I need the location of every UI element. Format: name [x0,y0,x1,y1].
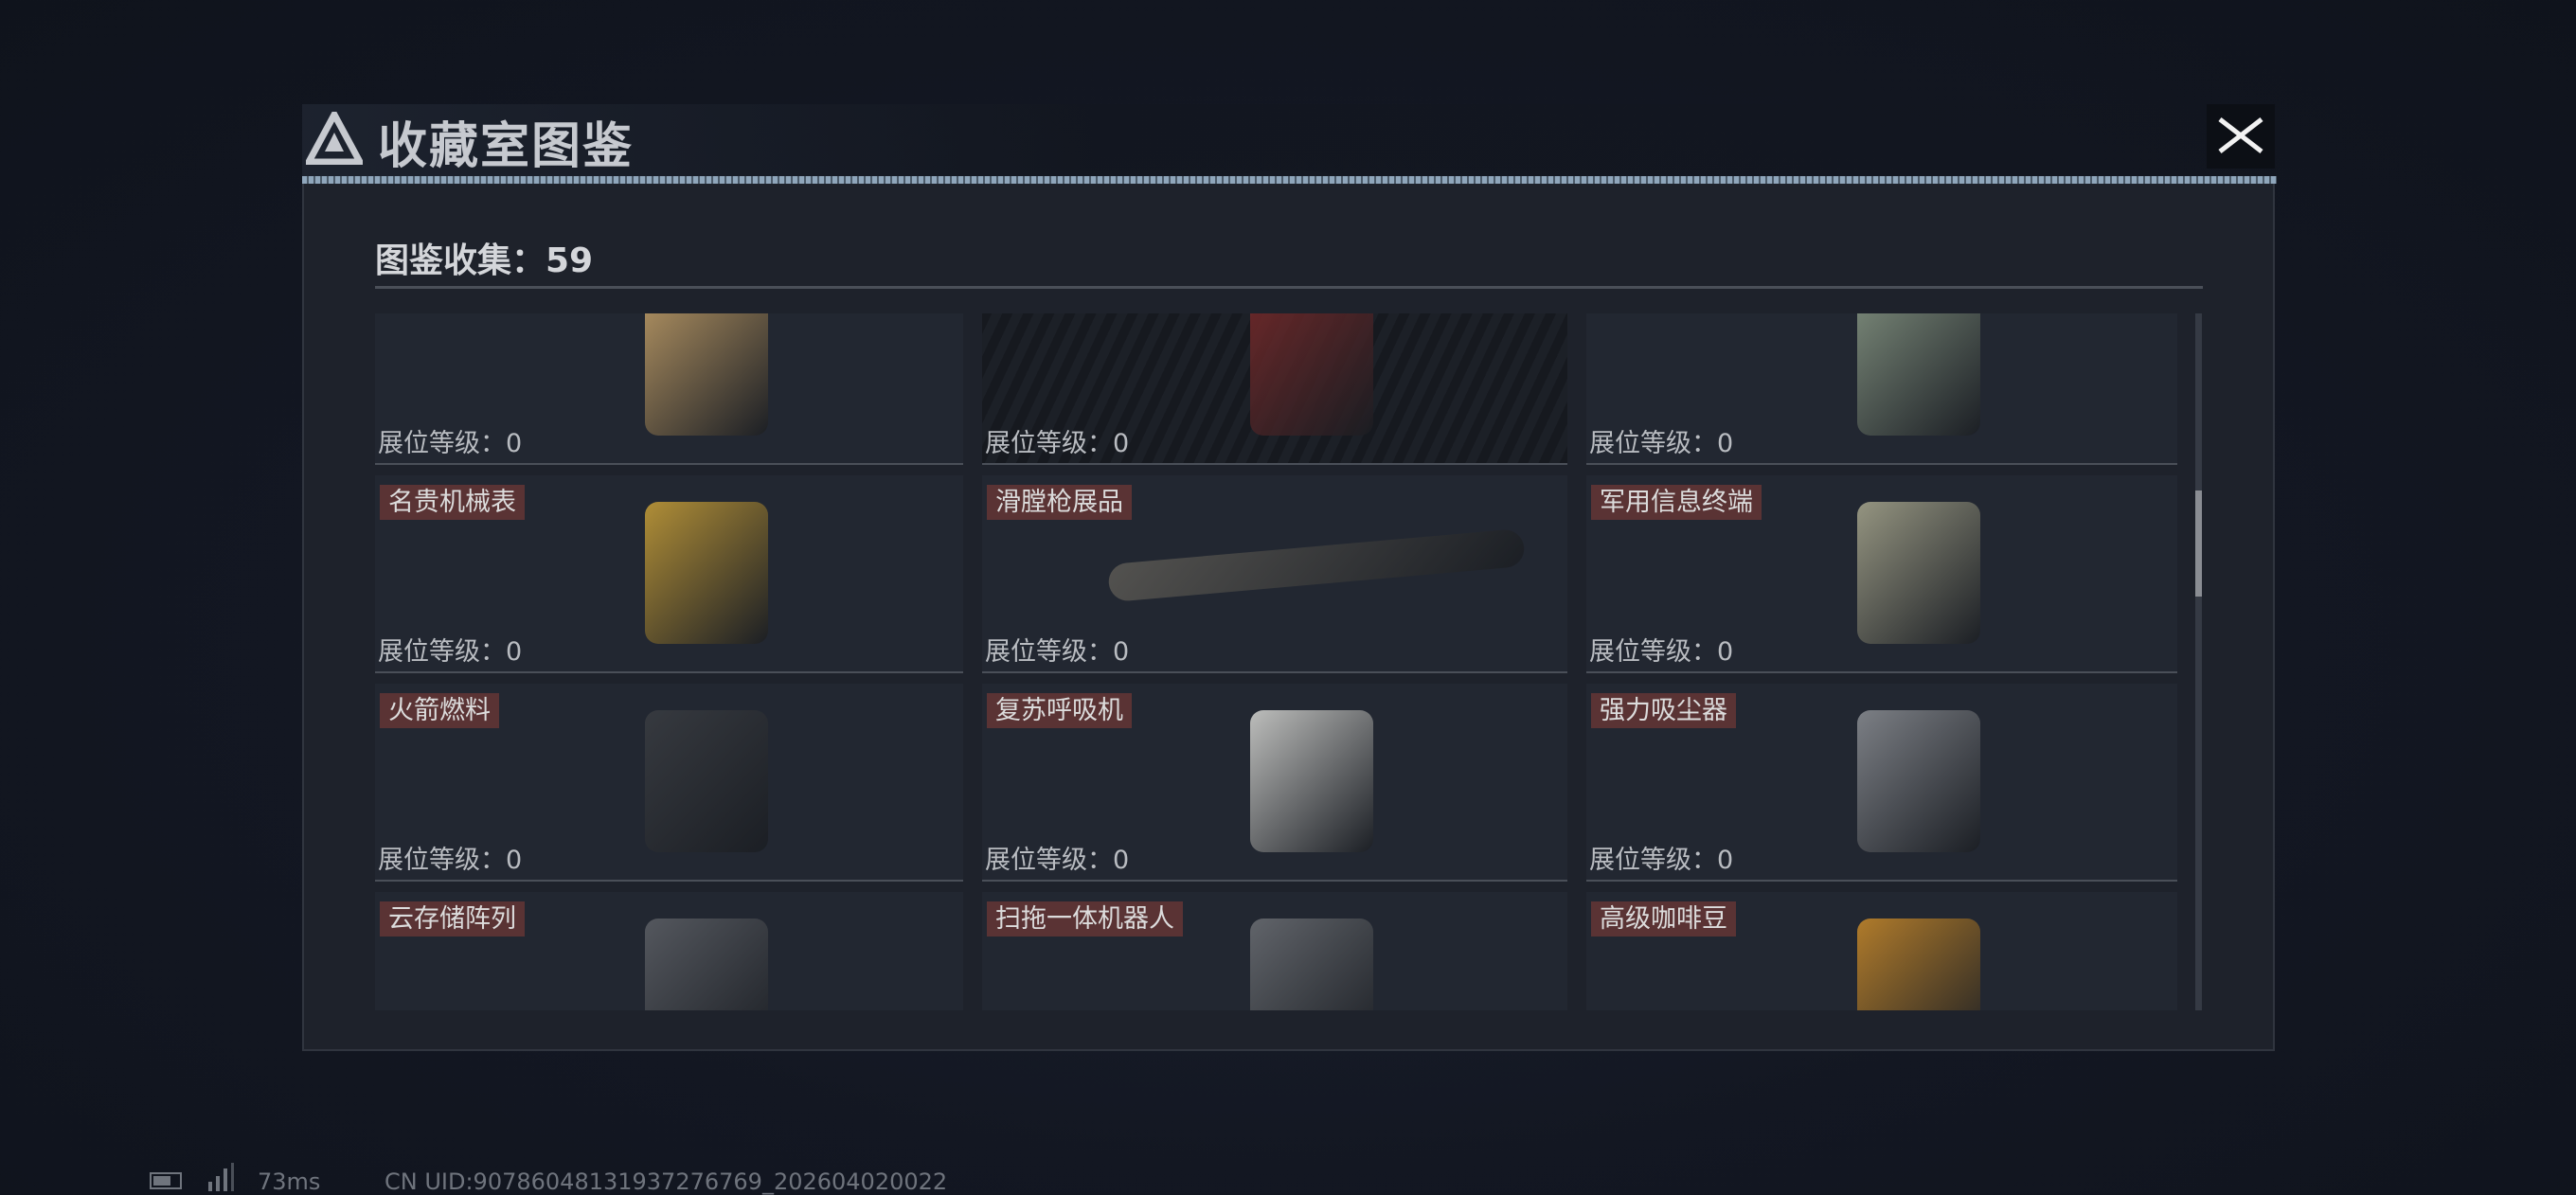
item-image [644,313,768,436]
item-name-tag: 火箭燃料 [380,693,499,728]
item-level: 展位等级：0 [1589,637,1734,667]
item-name-tag: 高级咖啡豆 [1591,901,1736,936]
item-level: 展位等级：0 [378,429,523,458]
item-image [644,710,768,852]
close-x-icon [2218,117,2263,153]
item-name-tag: 复苏呼吸机 [987,693,1132,728]
window-header [302,104,2281,178]
collection-item[interactable]: 扫拖一体机器人展位等级：0 [982,892,1567,1010]
item-image [1250,313,1373,436]
uid-text: CN UID:90786048131937276769_202604020022 [385,1168,948,1195]
item-image [1857,710,1980,852]
item-image [644,919,768,1010]
collection-item[interactable]: 云存储阵列展位等级：0 [375,892,963,1010]
collection-item[interactable]: 复苏呼吸机展位等级：0 [982,684,1567,882]
collection-item[interactable]: 火箭燃料展位等级：0 [375,684,963,882]
item-level: 展位等级：0 [985,846,1130,875]
item-image [1857,313,1980,436]
collection-item[interactable]: 名贵机械表展位等级：0 [375,475,963,673]
item-name-tag: 名贵机械表 [380,485,525,520]
scrollbar[interactable] [2195,313,2202,1010]
item-level: 展位等级：0 [985,429,1130,458]
collection-item[interactable]: 滑膛枪展品展位等级：0 [982,475,1567,673]
close-button[interactable] [2207,104,2275,169]
collection-item[interactable]: 高级咖啡豆展位等级：0 [1586,892,2177,1010]
collection-item[interactable]: 展位等级：0 [375,313,963,465]
item-image [1250,919,1373,1010]
signal-icon [208,1163,234,1191]
divider [375,286,2203,289]
collection-item[interactable]: 强力吸尘器展位等级：0 [1586,684,2177,882]
item-image [1250,710,1373,852]
item-name-tag: 军用信息终端 [1591,485,1762,520]
item-image [1107,527,1526,603]
item-level: 展位等级：0 [1589,429,1734,458]
item-name-tag: 扫拖一体机器人 [987,901,1183,936]
window-title: 收藏室图鉴 [378,118,635,175]
item-name-tag: 滑膛枪展品 [987,485,1132,520]
item-level: 展位等级：0 [985,637,1130,667]
collection-count: 图鉴收集：59 [375,241,594,280]
scrollbar-thumb[interactable] [2195,490,2202,598]
item-image [644,502,768,644]
header-stripe [302,176,2277,184]
item-image [1857,919,1980,1010]
item-name-tag: 云存储阵列 [380,901,525,936]
item-image [1857,502,1980,644]
item-level: 展位等级：0 [1589,846,1734,875]
logo-icon [306,112,363,165]
ping-text: 73ms [258,1168,321,1195]
battery-icon [150,1172,182,1189]
collection-item[interactable]: 展位等级：0 [1586,313,2177,465]
item-name-tag: 强力吸尘器 [1591,693,1736,728]
item-level: 展位等级：0 [378,637,523,667]
collection-item[interactable]: 展位等级：0 [982,313,1567,465]
collection-item[interactable]: 军用信息终端展位等级：0 [1586,475,2177,673]
item-level: 展位等级：0 [378,846,523,875]
